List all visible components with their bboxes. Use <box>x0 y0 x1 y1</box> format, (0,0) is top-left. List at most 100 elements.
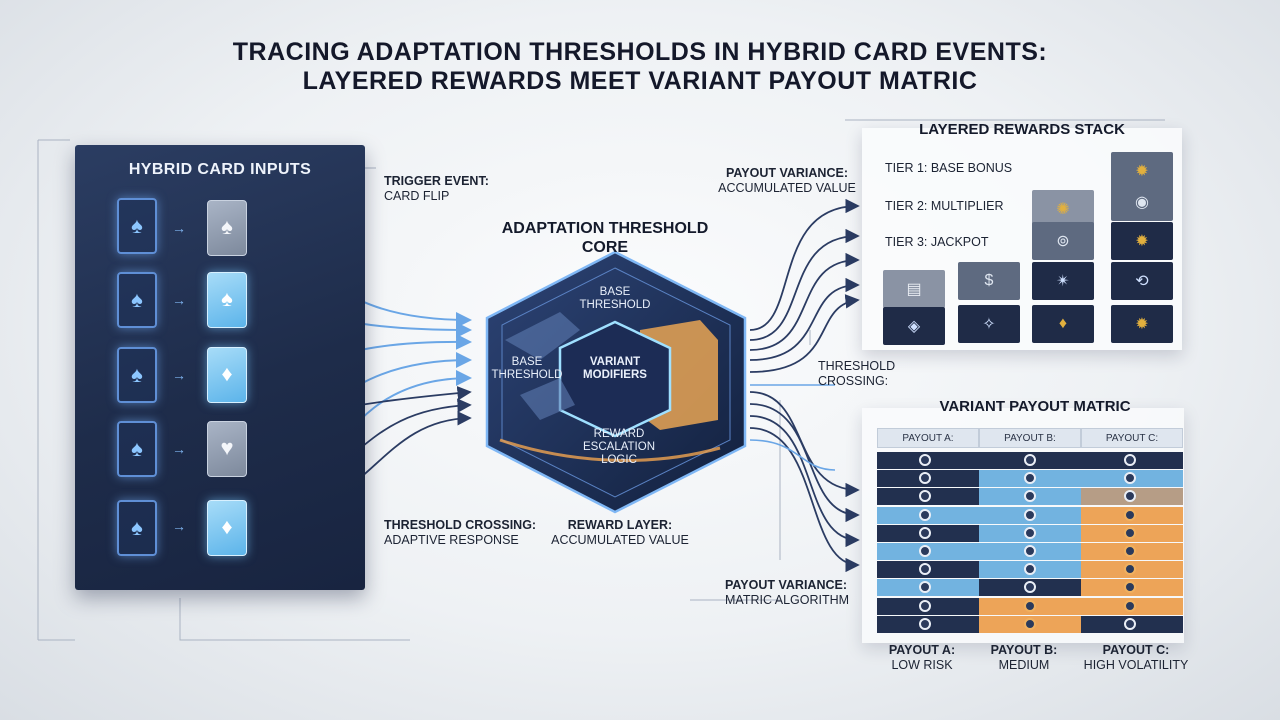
matrix-header-a: Payout A: <box>877 428 979 448</box>
page-title: Tracing Adaptation Thresholds in Hybrid … <box>0 38 1280 96</box>
threshold-crossing-title: Threshold Crossing: <box>384 518 537 532</box>
matrix-node <box>1124 472 1136 485</box>
reward-escalation-1: Reward <box>593 428 645 440</box>
base-threshold-top-1: Base <box>599 286 631 298</box>
tier-1-label: Tier 1: Base Bonus <box>885 161 1013 175</box>
matrix-node <box>1024 508 1036 521</box>
footer-payout-b-title: Payout B: <box>990 643 1058 657</box>
dollar-coin-icon: ◉ <box>1111 183 1173 221</box>
dollar-icon: $ <box>958 262 1020 300</box>
matrix-node <box>1024 581 1036 594</box>
matrix-node <box>1024 526 1036 539</box>
matrix-node <box>919 563 931 576</box>
trigger-event-sub: Card Flip <box>384 189 450 203</box>
sparkle-icon: ✧ <box>958 305 1020 343</box>
payout-variance-bottom-title: Payout Variance: <box>725 578 848 592</box>
gem-icon: ♦ <box>1032 305 1094 343</box>
title-line-2: Layered Rewards Meet Variant Payout Matr… <box>302 67 978 95</box>
face-card-5: ♦ <box>207 500 247 556</box>
spade-icon: ♠ <box>131 362 143 387</box>
matrix-node <box>919 617 931 630</box>
matrix-header: Payout A: Payout B: Payout C: <box>877 428 1183 448</box>
outline-card-3: ♠ <box>117 347 157 403</box>
matrix-node <box>1024 599 1036 612</box>
footer-payout-b-sub: Medium <box>998 658 1050 672</box>
matrix-node <box>1024 545 1036 557</box>
jackpot-coin-icon: ✹ <box>1111 222 1173 260</box>
reward-escalation-3: Logic <box>601 454 637 466</box>
gold-star-icon: ✹ <box>1111 305 1173 343</box>
card-suit-icon: ♦ <box>221 514 233 539</box>
footer-payout-b: Payout B: Medium <box>974 643 1074 673</box>
face-card-3: ♦ <box>207 347 247 403</box>
base-threshold-left-1: Base <box>511 356 543 368</box>
matrix-node <box>1124 545 1136 557</box>
threshold-crossing-right-2: Crossing: <box>818 374 889 388</box>
star-burst-icon: ✴ <box>1032 262 1094 300</box>
matrix-node <box>1024 490 1036 503</box>
title-line-1: Tracing Adaptation Thresholds in Hybrid … <box>232 38 1048 66</box>
matrix-node <box>1124 508 1136 521</box>
payout-variance-bottom-sub: Matric Algorithm <box>725 593 850 607</box>
matrix-node <box>919 545 931 557</box>
payout-variance-top-label: Payout Variance: Accumulated Value <box>712 166 862 196</box>
footer-payout-c: Payout C: High Volatility <box>1076 643 1196 673</box>
gear-bonus-icon: ✺ <box>1032 190 1094 228</box>
arrow-right-icon: → <box>172 292 186 308</box>
threshold-crossing-label: Threshold Crossing: Adaptive Response <box>384 518 536 548</box>
matrix-node <box>1024 454 1036 466</box>
matrix-node <box>919 472 931 485</box>
core-title-line-1: Adaptation Threshold <box>501 220 709 237</box>
threshold-crossing-right-1: Threshold <box>818 359 896 373</box>
threshold-crossing-sub: Adaptive Response <box>384 533 519 547</box>
footer-payout-a-title: Payout A: <box>888 643 956 657</box>
base-threshold-top: Base Threshold <box>575 286 655 312</box>
card-suit-icon: ♦ <box>221 361 233 386</box>
matrix-node <box>919 581 931 594</box>
matrix-node <box>919 490 931 503</box>
matrix-header-c: Payout C: <box>1081 428 1183 448</box>
reward-layer-label: Reward Layer: Accumulated Value <box>550 518 690 548</box>
matrix-node <box>919 526 931 539</box>
diamond-icon: ◈ <box>883 307 945 345</box>
outline-card-4: ♠ <box>117 421 157 477</box>
card-suit-icon: ♥ <box>220 435 234 460</box>
matrix-node <box>919 508 931 521</box>
reward-escalation-2: Escalation <box>583 441 655 453</box>
matrix-header-b: Payout B: <box>979 428 1081 448</box>
face-card-1: ♠ <box>207 200 247 256</box>
face-card-2: ♠ <box>207 272 247 328</box>
outline-card-2: ♠ <box>117 272 157 328</box>
trigger-event-title: Trigger Event: <box>384 174 489 188</box>
matrix-node <box>1024 617 1036 630</box>
arrow-right-icon: → <box>172 220 186 236</box>
tier-2-label: Tier 2: Multiplier <box>885 199 1004 213</box>
matrix-title: Variant Payout Matric <box>939 398 1131 415</box>
orbit-icon: ⟲ <box>1111 262 1173 300</box>
base-threshold-left: Base Threshold <box>488 356 566 382</box>
arrow-right-icon: → <box>172 441 186 457</box>
trigger-event-label: Trigger Event: Card Flip <box>384 174 489 204</box>
spade-icon: ♠ <box>131 213 143 238</box>
reward-escalation-logic: Reward Escalation Logic <box>574 428 664 467</box>
card-suit-icon: ♠ <box>221 286 233 311</box>
matrix-node <box>1024 563 1036 576</box>
threshold-crossing-right-label: Threshold Crossing: <box>818 359 895 389</box>
base-threshold-top-2: Threshold <box>579 299 651 311</box>
matrix-node <box>1124 563 1136 576</box>
outline-card-1: ♠ <box>117 198 157 254</box>
reward-layer-sub: Accumulated Value <box>551 533 689 547</box>
matrix-node <box>1124 599 1136 612</box>
variant-modifiers-2: Modifiers <box>583 369 647 381</box>
spade-icon: ♠ <box>131 515 143 540</box>
payout-variance-bottom-label: Payout Variance: Matric Algorithm <box>725 578 849 608</box>
card-suit-icon: ♠ <box>221 214 233 239</box>
core-title-line-2: Core <box>581 239 629 256</box>
footer-payout-a: Payout A: Low Risk <box>872 643 972 673</box>
matrix-node <box>919 599 931 612</box>
footer-payout-a-sub: Low Risk <box>891 658 953 672</box>
coin-icon: ⊚ <box>1032 222 1094 260</box>
matrix-node <box>1124 454 1136 466</box>
matrix-node <box>1124 490 1136 503</box>
bar-chart-icon: ▤ <box>883 270 945 308</box>
